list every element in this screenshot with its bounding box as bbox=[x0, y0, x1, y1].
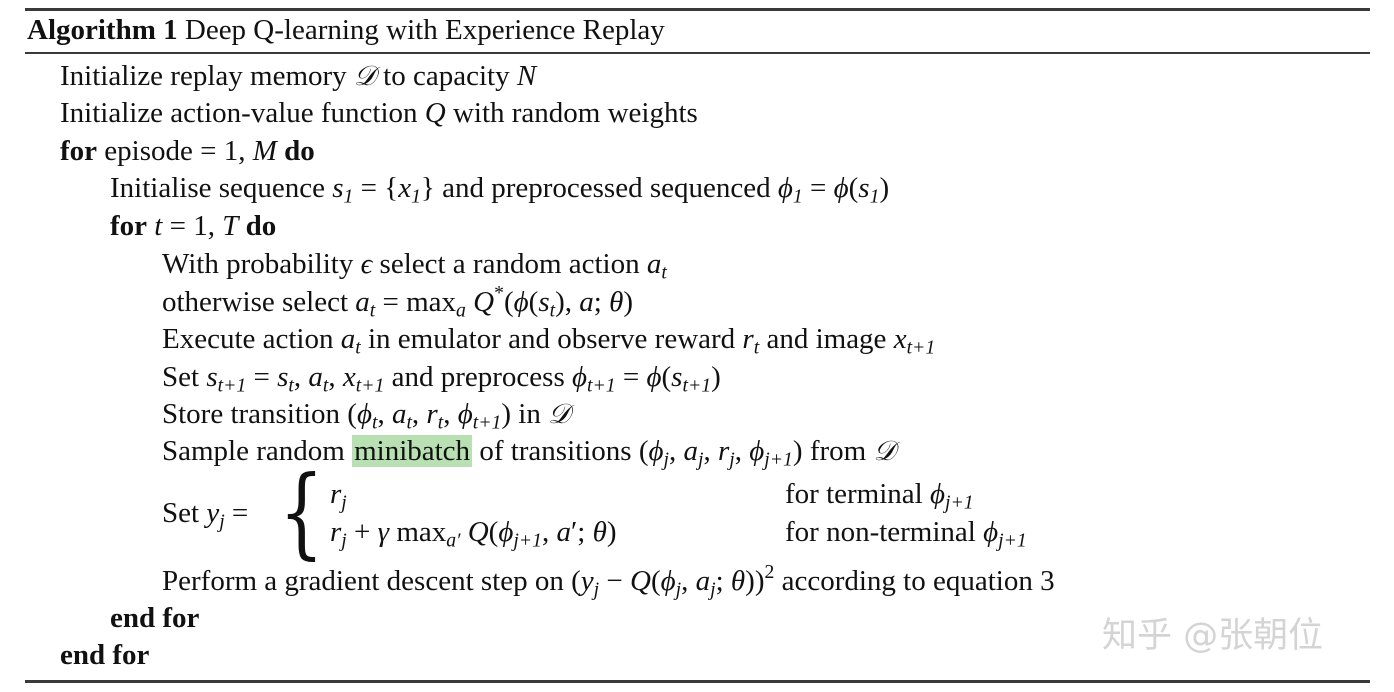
bottom-rule bbox=[25, 680, 1370, 683]
case-nonterminal-condition: for non-terminal ϕj+1 bbox=[785, 516, 1027, 552]
algorithm-caption: Algorithm 1 Deep Q-learning with Experie… bbox=[27, 14, 665, 47]
case-nonterminal-value: rj + γ maxa′ Q(ϕj+1, a′; θ) bbox=[330, 516, 617, 552]
line-epsilon: With probability ϵ select a random actio… bbox=[162, 248, 667, 284]
line-end-for-inner: end for bbox=[110, 602, 200, 634]
line-otherwise: otherwise select at = maxa Q*(ϕ(st), a; … bbox=[162, 282, 634, 322]
line-end-for-outer: end for bbox=[60, 639, 150, 671]
top-rule bbox=[25, 8, 1370, 11]
line-store: Store transition (ϕt, at, rt, ϕt+1) in 𝒟 bbox=[162, 398, 571, 434]
cases-brace: { bbox=[279, 456, 324, 570]
case-terminal-condition: for terminal ϕj+1 bbox=[785, 478, 974, 514]
line-execute: Execute action at in emulator and observ… bbox=[162, 323, 936, 359]
line-set-state: Set st+1 = st, at, xt+1 and preprocess ϕ… bbox=[162, 361, 721, 397]
algorithm-title: Deep Q-learning with Experience Replay bbox=[184, 14, 665, 46]
case-terminal-value: rj bbox=[330, 478, 347, 514]
line-for-t: for t = 1, T do bbox=[110, 210, 277, 242]
line-sample: Sample random minibatch of transitions (… bbox=[162, 435, 896, 471]
highlighted-word: minibatch bbox=[352, 435, 473, 467]
line-init-q: Initialize action-value function Q with … bbox=[60, 97, 698, 129]
line-set-y: Set yj = bbox=[162, 497, 249, 533]
caption-rule bbox=[25, 52, 1370, 54]
line-gradient-step: Perform a gradient descent step on (yj −… bbox=[162, 561, 1055, 601]
algorithm-label: Algorithm 1 bbox=[27, 14, 178, 46]
line-init-memory: Initialize replay memory 𝒟 to capacity N bbox=[60, 60, 537, 92]
line-for-episode: for episode = 1, M do bbox=[60, 135, 315, 167]
watermark: 知乎 @张朝位 bbox=[1102, 616, 1324, 656]
line-init-sequence: Initialise sequence s1 = {x1} and prepro… bbox=[110, 172, 890, 208]
